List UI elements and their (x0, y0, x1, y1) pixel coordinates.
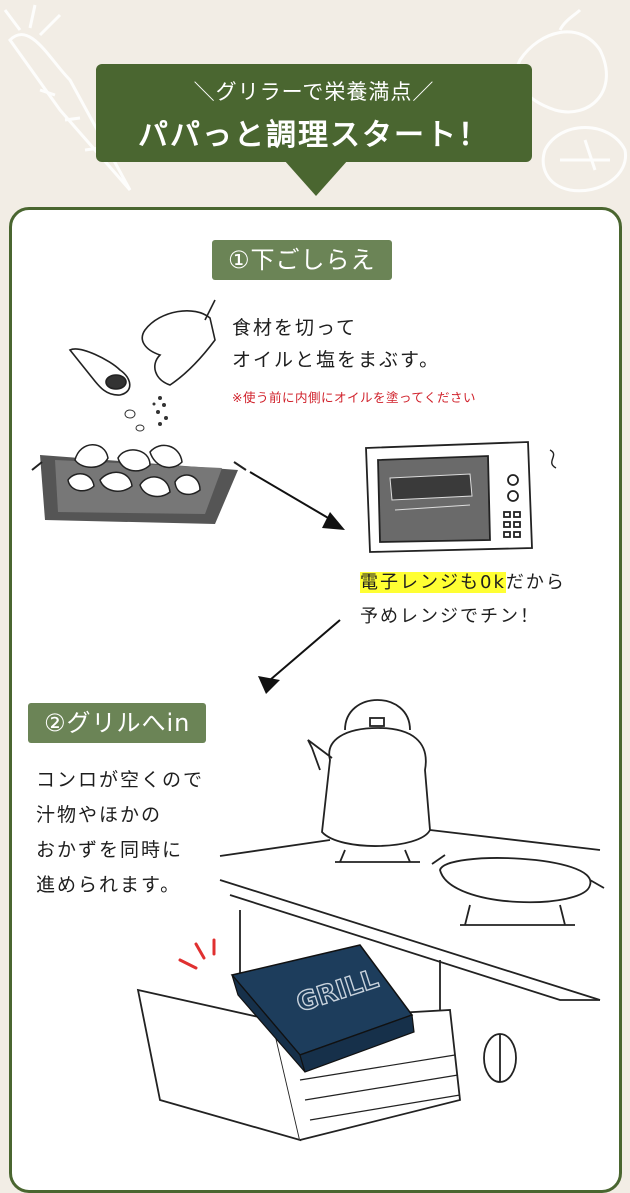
step2-text-line4: 進められます。 (36, 874, 182, 896)
step1-illustration (31, 299, 557, 694)
arrow-to-grill-icon (258, 619, 341, 694)
hand-spoon-icon (68, 348, 131, 396)
step2-text-line1: コンロが空くので (36, 769, 205, 791)
oil-note: ※使う前に内側にオイルを塗ってください (232, 390, 476, 405)
vegetable-sketch-background (3, 4, 627, 193)
header-banner: ＼グリラーで栄養満点／ パパっと調理スタート！ (96, 64, 532, 162)
microwave-text-line1-rest: だから (505, 572, 566, 593)
microwave-ok-highlight: 電子レンジも0k (360, 572, 506, 593)
step2-illustration: GRILL (136, 699, 605, 1142)
banner-down-arrow (284, 160, 348, 196)
step1-label: ①下ごしらえ (212, 240, 392, 280)
pan-icon (431, 854, 605, 926)
banner-title: パパっと調理スタート！ (138, 118, 490, 153)
microwave-text: 電子レンジも0kだから 予めレンジでチン！ (360, 566, 566, 634)
grill-tray-icon: GRILL (230, 944, 415, 1073)
microwave-text-line2: 予めレンジでチン！ (360, 606, 540, 627)
step2-text: コンロが空くので 汁物やほかの おかずを同時に 進められます。 (36, 763, 204, 903)
grill-pan-vegetables-icon (31, 444, 247, 524)
step1-text: 食材を切って オイルと塩をまぶす。 (232, 312, 440, 376)
step2-label: ②グリルへin (28, 703, 207, 743)
banner-subtitle: ＼グリラーで栄養満点／ (193, 80, 435, 104)
kettle-icon (307, 699, 431, 863)
step1-text-line1: 食材を切って (232, 317, 358, 339)
stove-knob-icon (483, 1033, 517, 1083)
hand-salt-icon (141, 299, 216, 386)
sparkle-marks-icon (178, 938, 216, 970)
step1-text-line2: オイルと塩をまぶす。 (232, 349, 441, 371)
arrow-to-microwave-icon (249, 471, 345, 530)
salt-grains-icon (124, 396, 168, 432)
step2-text-line3: おかずを同時に (36, 839, 184, 861)
microwave-icon (365, 441, 557, 553)
step2-text-line2: 汁物やほかの (36, 804, 163, 826)
stove-top-icon (219, 829, 601, 1001)
